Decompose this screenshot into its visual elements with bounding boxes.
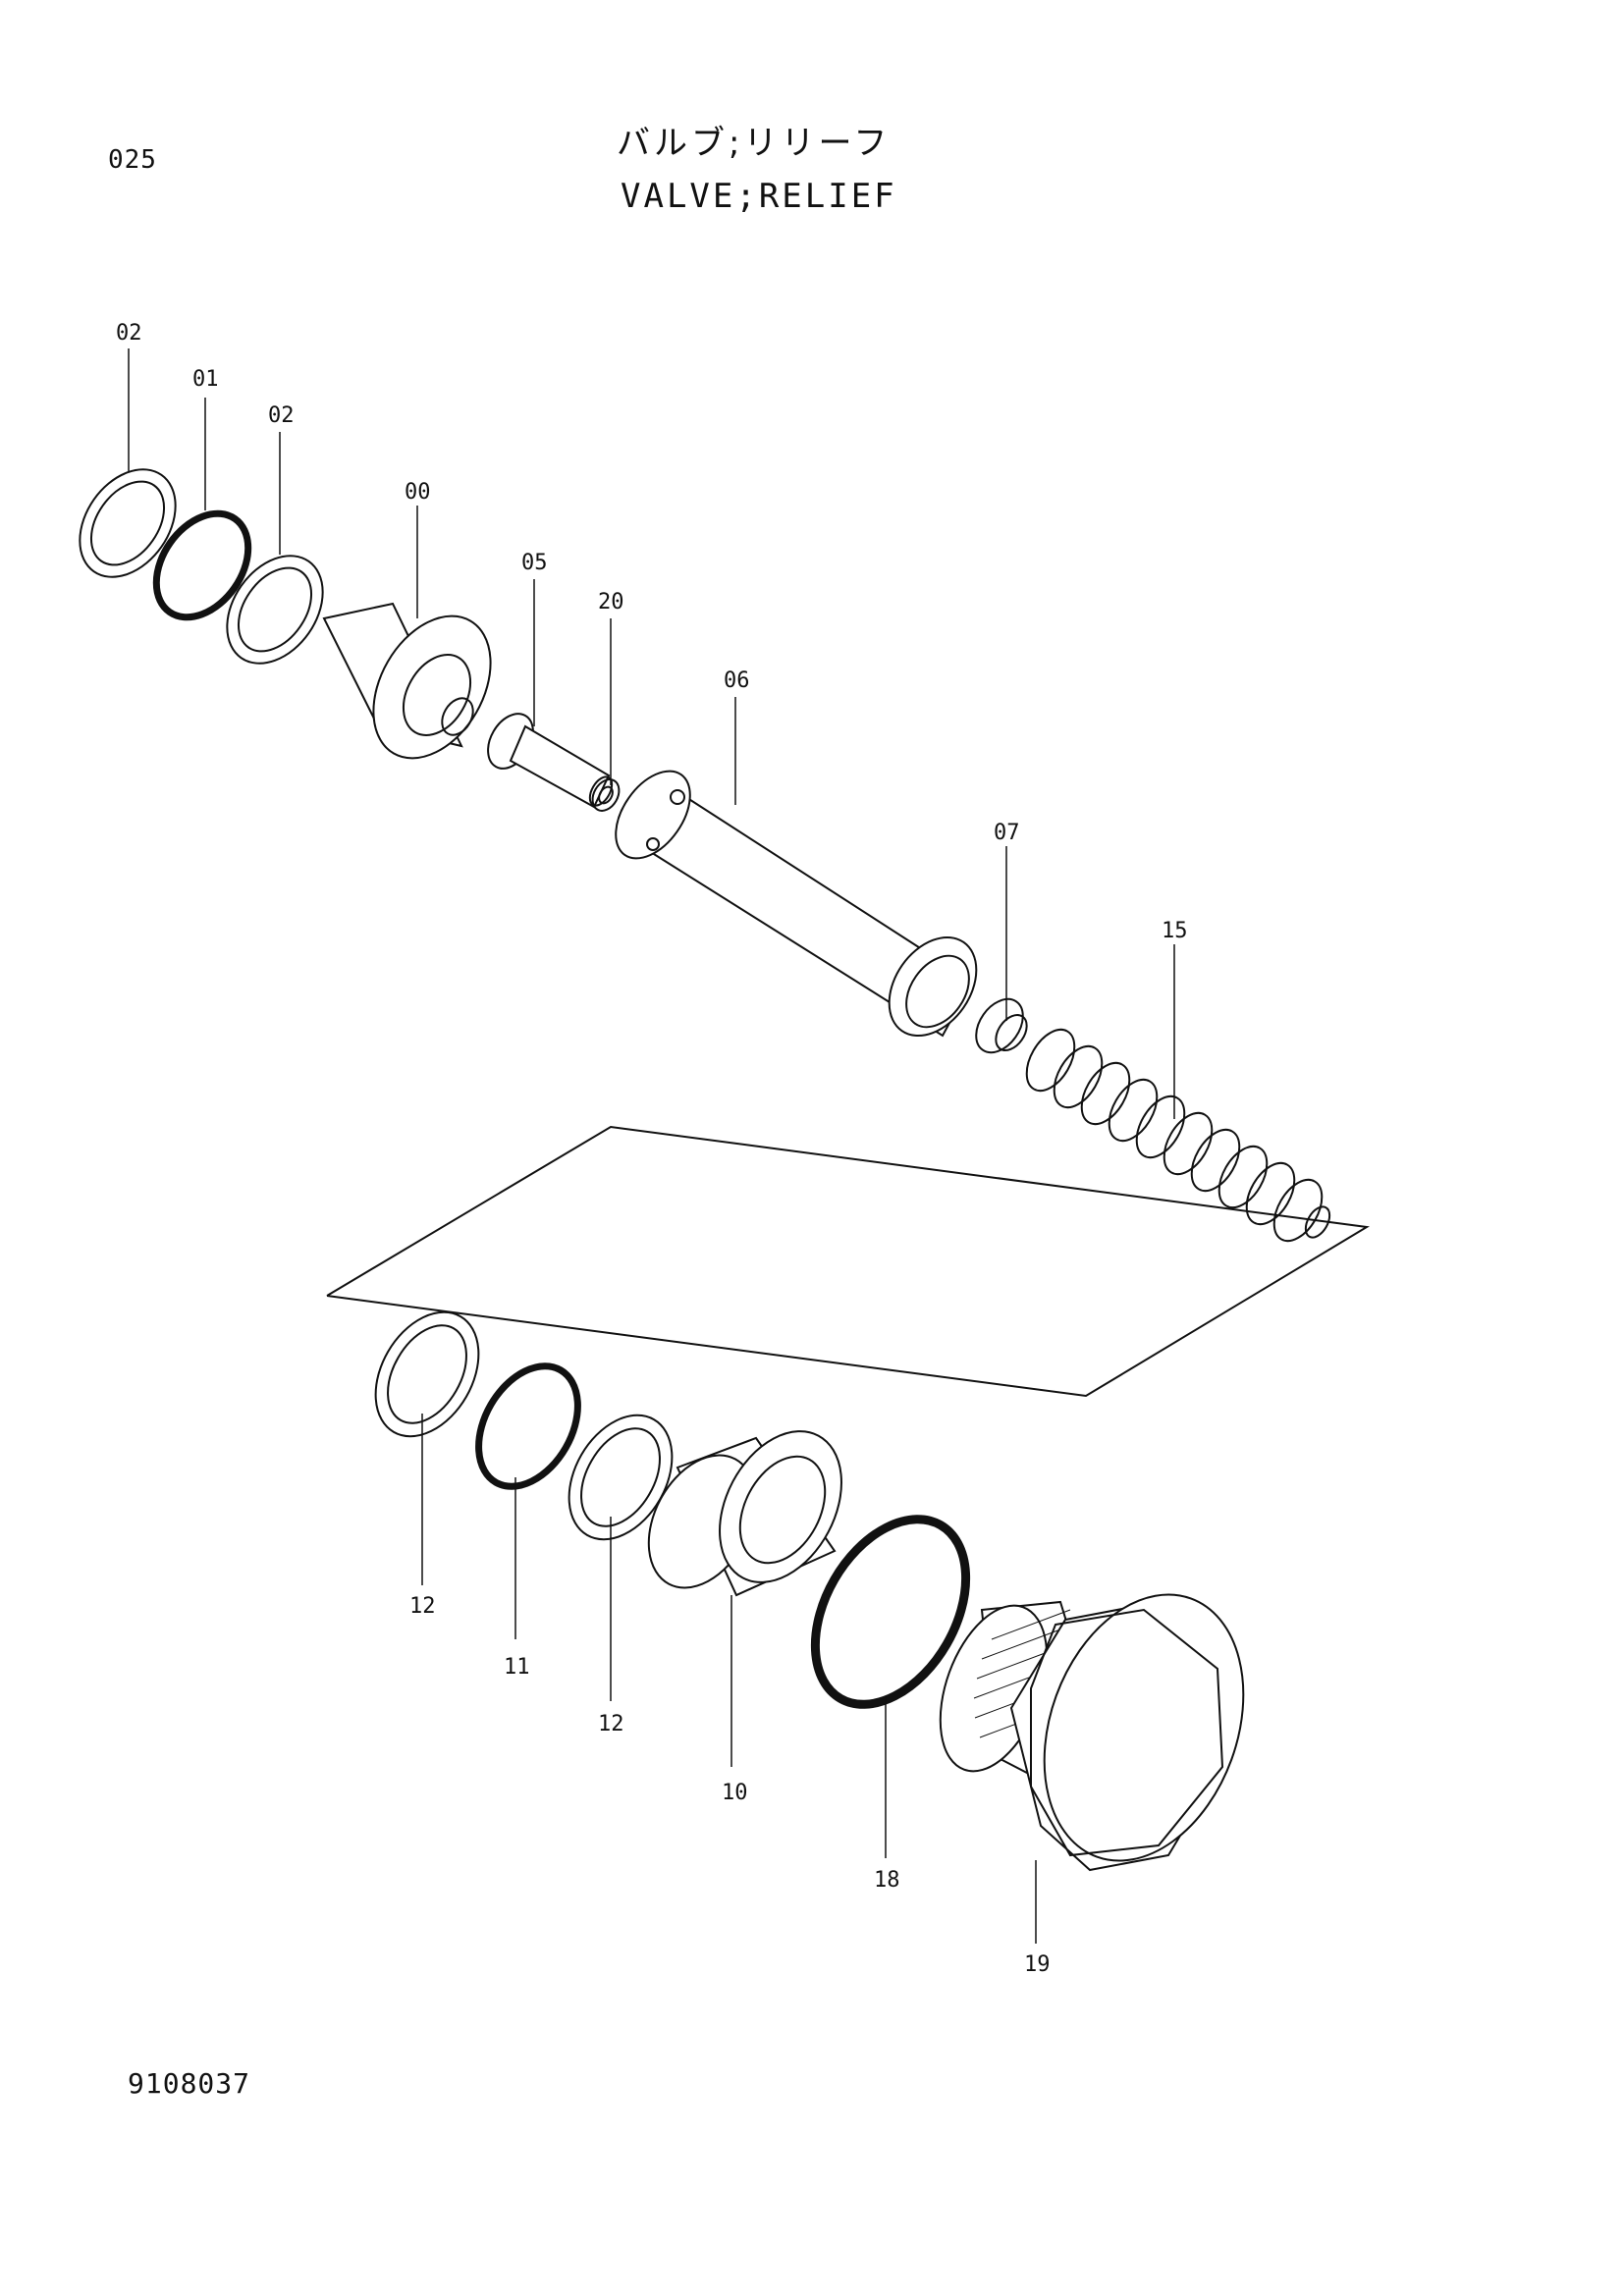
part-washer-12a bbox=[374, 1310, 480, 1438]
callout-06: 06 bbox=[724, 668, 750, 693]
callout-18: 18 bbox=[874, 1868, 900, 1893]
part-washer-02b bbox=[226, 555, 324, 665]
part-plug-19 bbox=[939, 1593, 1245, 1872]
part-sleeve-06 bbox=[615, 770, 978, 1038]
part-washer-02a bbox=[79, 468, 177, 578]
callout-15: 15 bbox=[1162, 919, 1188, 943]
drawing-number: 9108037 bbox=[128, 2067, 251, 2100]
callout-07: 07 bbox=[994, 821, 1020, 845]
callout-19: 19 bbox=[1024, 1952, 1051, 1977]
title-english: VALVE;RELIEF bbox=[621, 177, 897, 216]
part-o-ring-01 bbox=[152, 509, 252, 621]
part-ring-20 bbox=[591, 778, 621, 812]
part-o-ring-18 bbox=[810, 1515, 971, 1709]
callout-11: 11 bbox=[504, 1655, 530, 1680]
part-spring-15 bbox=[1025, 1028, 1331, 1243]
title-japanese: バルブ;リリーフ bbox=[617, 124, 892, 163]
callout-00: 00 bbox=[405, 480, 431, 505]
assembly-bracket bbox=[326, 1125, 1370, 1398]
callout-10: 10 bbox=[722, 1781, 748, 1805]
part-adapter-10 bbox=[647, 1430, 842, 1597]
part-poppet-05 bbox=[487, 713, 614, 809]
callout-05: 05 bbox=[521, 551, 548, 575]
callout-01: 01 bbox=[192, 367, 219, 392]
part-seat-07 bbox=[975, 997, 1028, 1054]
part-body-00 bbox=[322, 602, 492, 760]
callout-02b: 02 bbox=[268, 403, 295, 428]
part-o-ring-11 bbox=[475, 1362, 581, 1490]
leader-lines bbox=[128, 348, 1175, 1944]
callout-20: 20 bbox=[598, 590, 624, 614]
callout-12a: 12 bbox=[409, 1594, 436, 1619]
page-number: 025 bbox=[108, 145, 157, 175]
callout-02a: 02 bbox=[116, 321, 142, 346]
callout-12b: 12 bbox=[598, 1712, 624, 1736]
